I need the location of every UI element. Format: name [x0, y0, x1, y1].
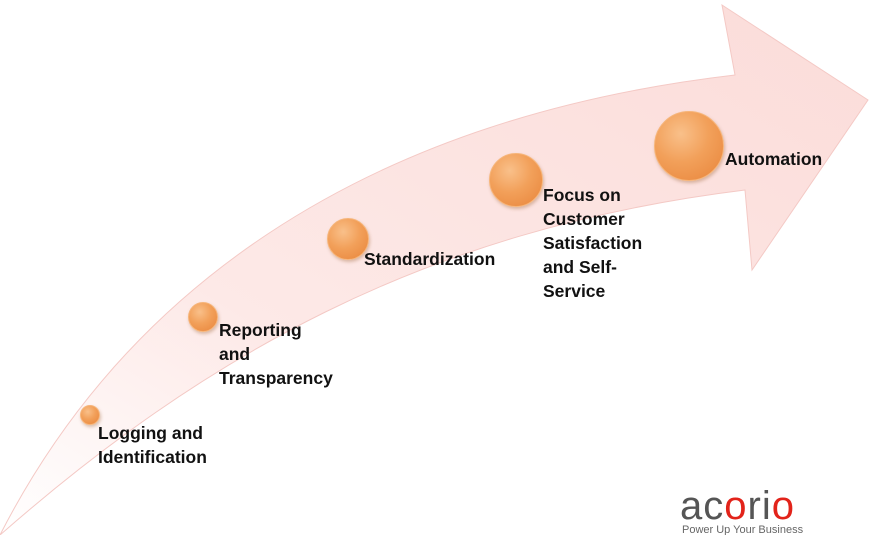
stage-label-line: Service [543, 281, 606, 301]
stage-label-logging: Logging and Identification [98, 421, 207, 469]
arrow-shape [0, 3, 869, 535]
stage-node-1 [80, 405, 100, 425]
stage-label-line: Reporting [219, 320, 302, 340]
stage-node-4 [489, 153, 543, 207]
stage-label-line: Logging and [98, 423, 203, 443]
logo-tagline: Power Up Your Business [682, 524, 804, 535]
stage-label-line: Transparency [219, 368, 333, 388]
stage-node-5 [654, 111, 724, 181]
logo-text-part: ri [747, 484, 772, 528]
stage-label-automation: Automation [725, 147, 822, 171]
stage-label-line: Customer [543, 209, 625, 229]
stage-label-line: and [219, 344, 251, 364]
stage-label-line: Identification [98, 447, 207, 467]
power-icon: o [771, 484, 795, 528]
stage-label-line: Focus on [543, 185, 621, 205]
stage-label-line: and Self- [543, 257, 617, 277]
power-icon: o [724, 484, 748, 528]
stage-label-line: Standardization [364, 249, 496, 269]
stage-label-line: Satisfaction [543, 233, 643, 253]
stage-label-standardization: Standardization [364, 247, 495, 271]
acorio-logo: acorio Power Up Your Business [680, 486, 855, 535]
logo-text-part: ac [680, 484, 725, 528]
stage-node-2 [188, 302, 218, 332]
stage-label-line: Automation [725, 149, 823, 169]
stage-label-reporting: Reporting and Transparency [219, 318, 333, 390]
logo-wordmark: acorio [680, 486, 795, 526]
stage-node-3 [327, 218, 369, 260]
stage-label-customer-satisfaction: Focus on Customer Satisfaction and Self-… [543, 183, 642, 303]
